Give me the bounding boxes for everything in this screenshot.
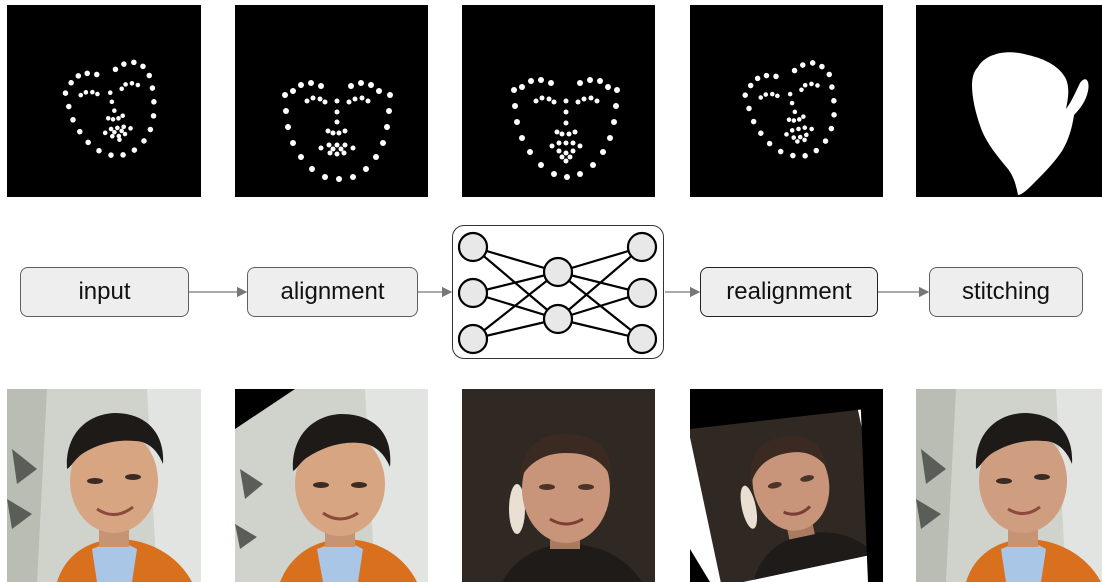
photo-alignment	[235, 389, 428, 582]
landmarks-panel-input	[7, 5, 201, 197]
face-landmark-icon	[62, 59, 157, 158]
face-photo-icon	[462, 389, 655, 582]
network-box	[452, 225, 664, 359]
photo-stitching	[916, 389, 1102, 582]
face-photo-icon	[235, 389, 428, 582]
stage-stitching-box: stitching	[929, 267, 1083, 317]
face-landmark-icon	[742, 60, 837, 159]
face-landmark-icon	[511, 77, 620, 180]
stage-realignment-label: realignment	[726, 278, 852, 305]
stage-input-label: input	[78, 278, 131, 305]
face-mask-icon	[972, 52, 1089, 195]
photo-input	[7, 389, 201, 582]
face-landmark-icon	[282, 80, 393, 182]
stage-alignment-box: alignment	[247, 267, 418, 317]
stage-realignment-box: realignment	[700, 267, 878, 317]
neural-network-icon	[457, 231, 658, 355]
stage-alignment-label: alignment	[280, 278, 385, 305]
photo-realignment	[690, 389, 883, 582]
landmarks-panel-realignment	[690, 5, 883, 197]
face-photo-icon	[916, 389, 1102, 582]
stage-stitching-label: stitching	[961, 278, 1051, 305]
face-photo-icon	[7, 389, 201, 582]
landmarks-panel-alignment	[235, 5, 428, 197]
stage-input-box: input	[20, 267, 189, 317]
photo-network	[462, 389, 655, 582]
landmarks-panel-network	[462, 5, 655, 197]
face-photo-icon	[690, 389, 883, 582]
mask-panel-stitching	[916, 5, 1102, 197]
